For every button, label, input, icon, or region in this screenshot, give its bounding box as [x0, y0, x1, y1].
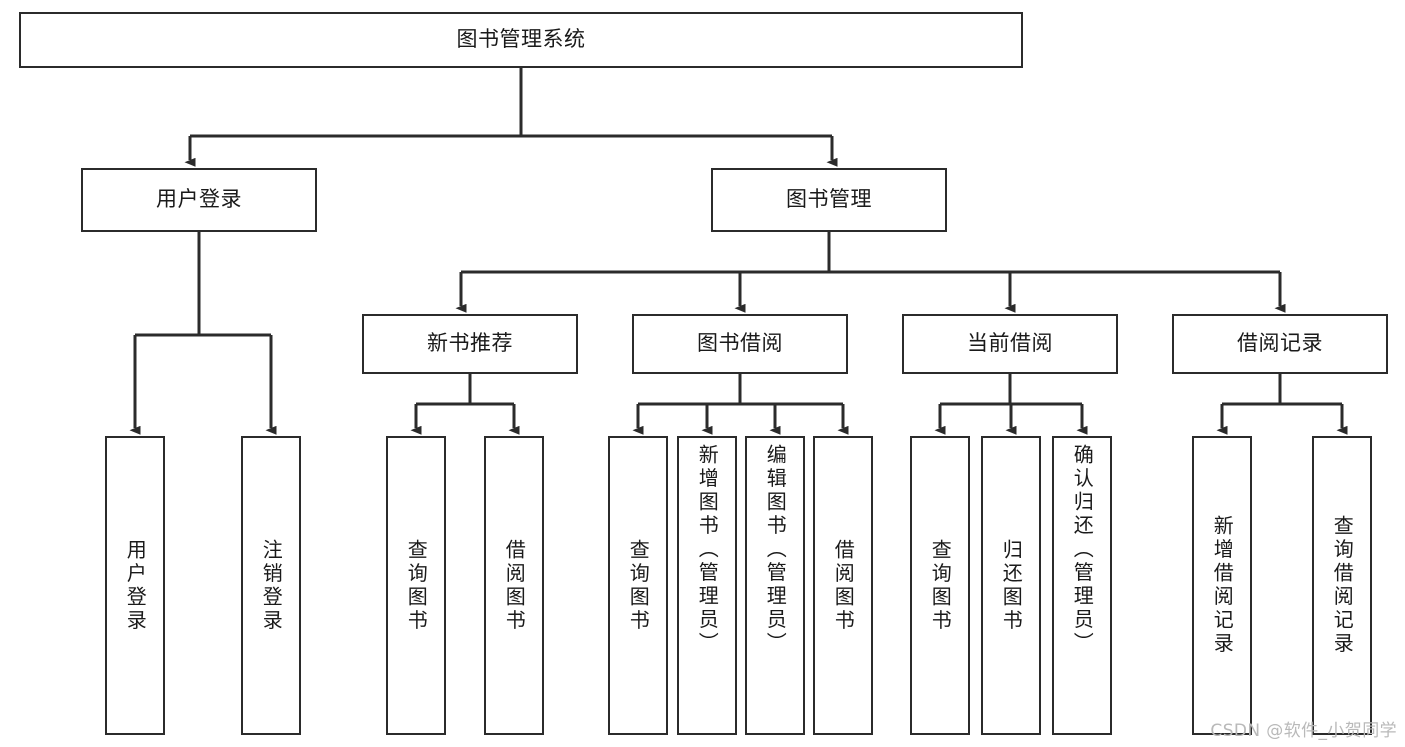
node-book-management-system[interactable]: 图书管理系统: [19, 12, 1023, 68]
node-leaf-return-book[interactable]: 归还图书: [981, 436, 1041, 735]
node-leaf-query-book-current[interactable]: 查询图书: [910, 436, 970, 735]
node-label: 查询借阅记录: [1330, 515, 1355, 656]
node-leaf-query-book-recommend[interactable]: 查询图书: [386, 436, 446, 735]
node-label: 借阅记录: [1237, 331, 1323, 356]
node-borrow-record[interactable]: 借阅记录: [1172, 314, 1388, 374]
node-leaf-borrow-book-recommend[interactable]: 借阅图书: [484, 436, 544, 735]
node-leaf-add-book-admin[interactable]: 新增图书（管理员）: [677, 436, 737, 735]
node-leaf-edit-book-admin[interactable]: 编辑图书（管理员）: [745, 436, 805, 735]
csdn-watermark: CSDN @软件_小贺同学: [1210, 721, 1397, 741]
node-label: 借阅图书: [502, 538, 527, 633]
node-label: 查询图书: [928, 538, 953, 633]
node-book-management[interactable]: 图书管理: [711, 168, 947, 232]
node-label: 用户登录: [123, 538, 148, 633]
node-leaf-user-login[interactable]: 用户登录: [105, 436, 165, 735]
node-leaf-logout[interactable]: 注销登录: [241, 436, 301, 735]
node-book-borrow[interactable]: 图书借阅: [632, 314, 848, 374]
node-label: 图书管理系统: [456, 27, 586, 52]
node-leaf-borrow-book[interactable]: 借阅图书: [813, 436, 873, 735]
node-label: 当前借阅: [967, 331, 1053, 356]
node-label: 借阅图书: [831, 538, 856, 633]
node-leaf-query-book-borrow[interactable]: 查询图书: [608, 436, 668, 735]
node-label: 图书借阅: [697, 331, 783, 356]
node-leaf-query-borrow-record[interactable]: 查询借阅记录: [1312, 436, 1372, 735]
node-label: 编辑图书（管理员）: [763, 444, 788, 656]
node-label: 确认归还（管理员）: [1070, 444, 1095, 656]
node-label: 归还图书: [999, 538, 1024, 633]
node-label: 图书管理: [786, 187, 872, 212]
node-label: 新增图书（管理员）: [695, 444, 720, 656]
node-label: 新书推荐: [427, 331, 513, 356]
node-leaf-confirm-return-admin[interactable]: 确认归还（管理员）: [1052, 436, 1112, 735]
node-label: 用户登录: [156, 187, 242, 212]
node-label: 新增借阅记录: [1210, 515, 1235, 656]
node-leaf-add-borrow-record[interactable]: 新增借阅记录: [1192, 436, 1252, 735]
node-new-book-recommend[interactable]: 新书推荐: [362, 314, 578, 374]
node-label: 查询图书: [626, 538, 651, 633]
node-current-borrow[interactable]: 当前借阅: [902, 314, 1118, 374]
node-label: 注销登录: [259, 538, 284, 633]
node-label: 查询图书: [404, 538, 429, 633]
node-user-login[interactable]: 用户登录: [81, 168, 317, 232]
